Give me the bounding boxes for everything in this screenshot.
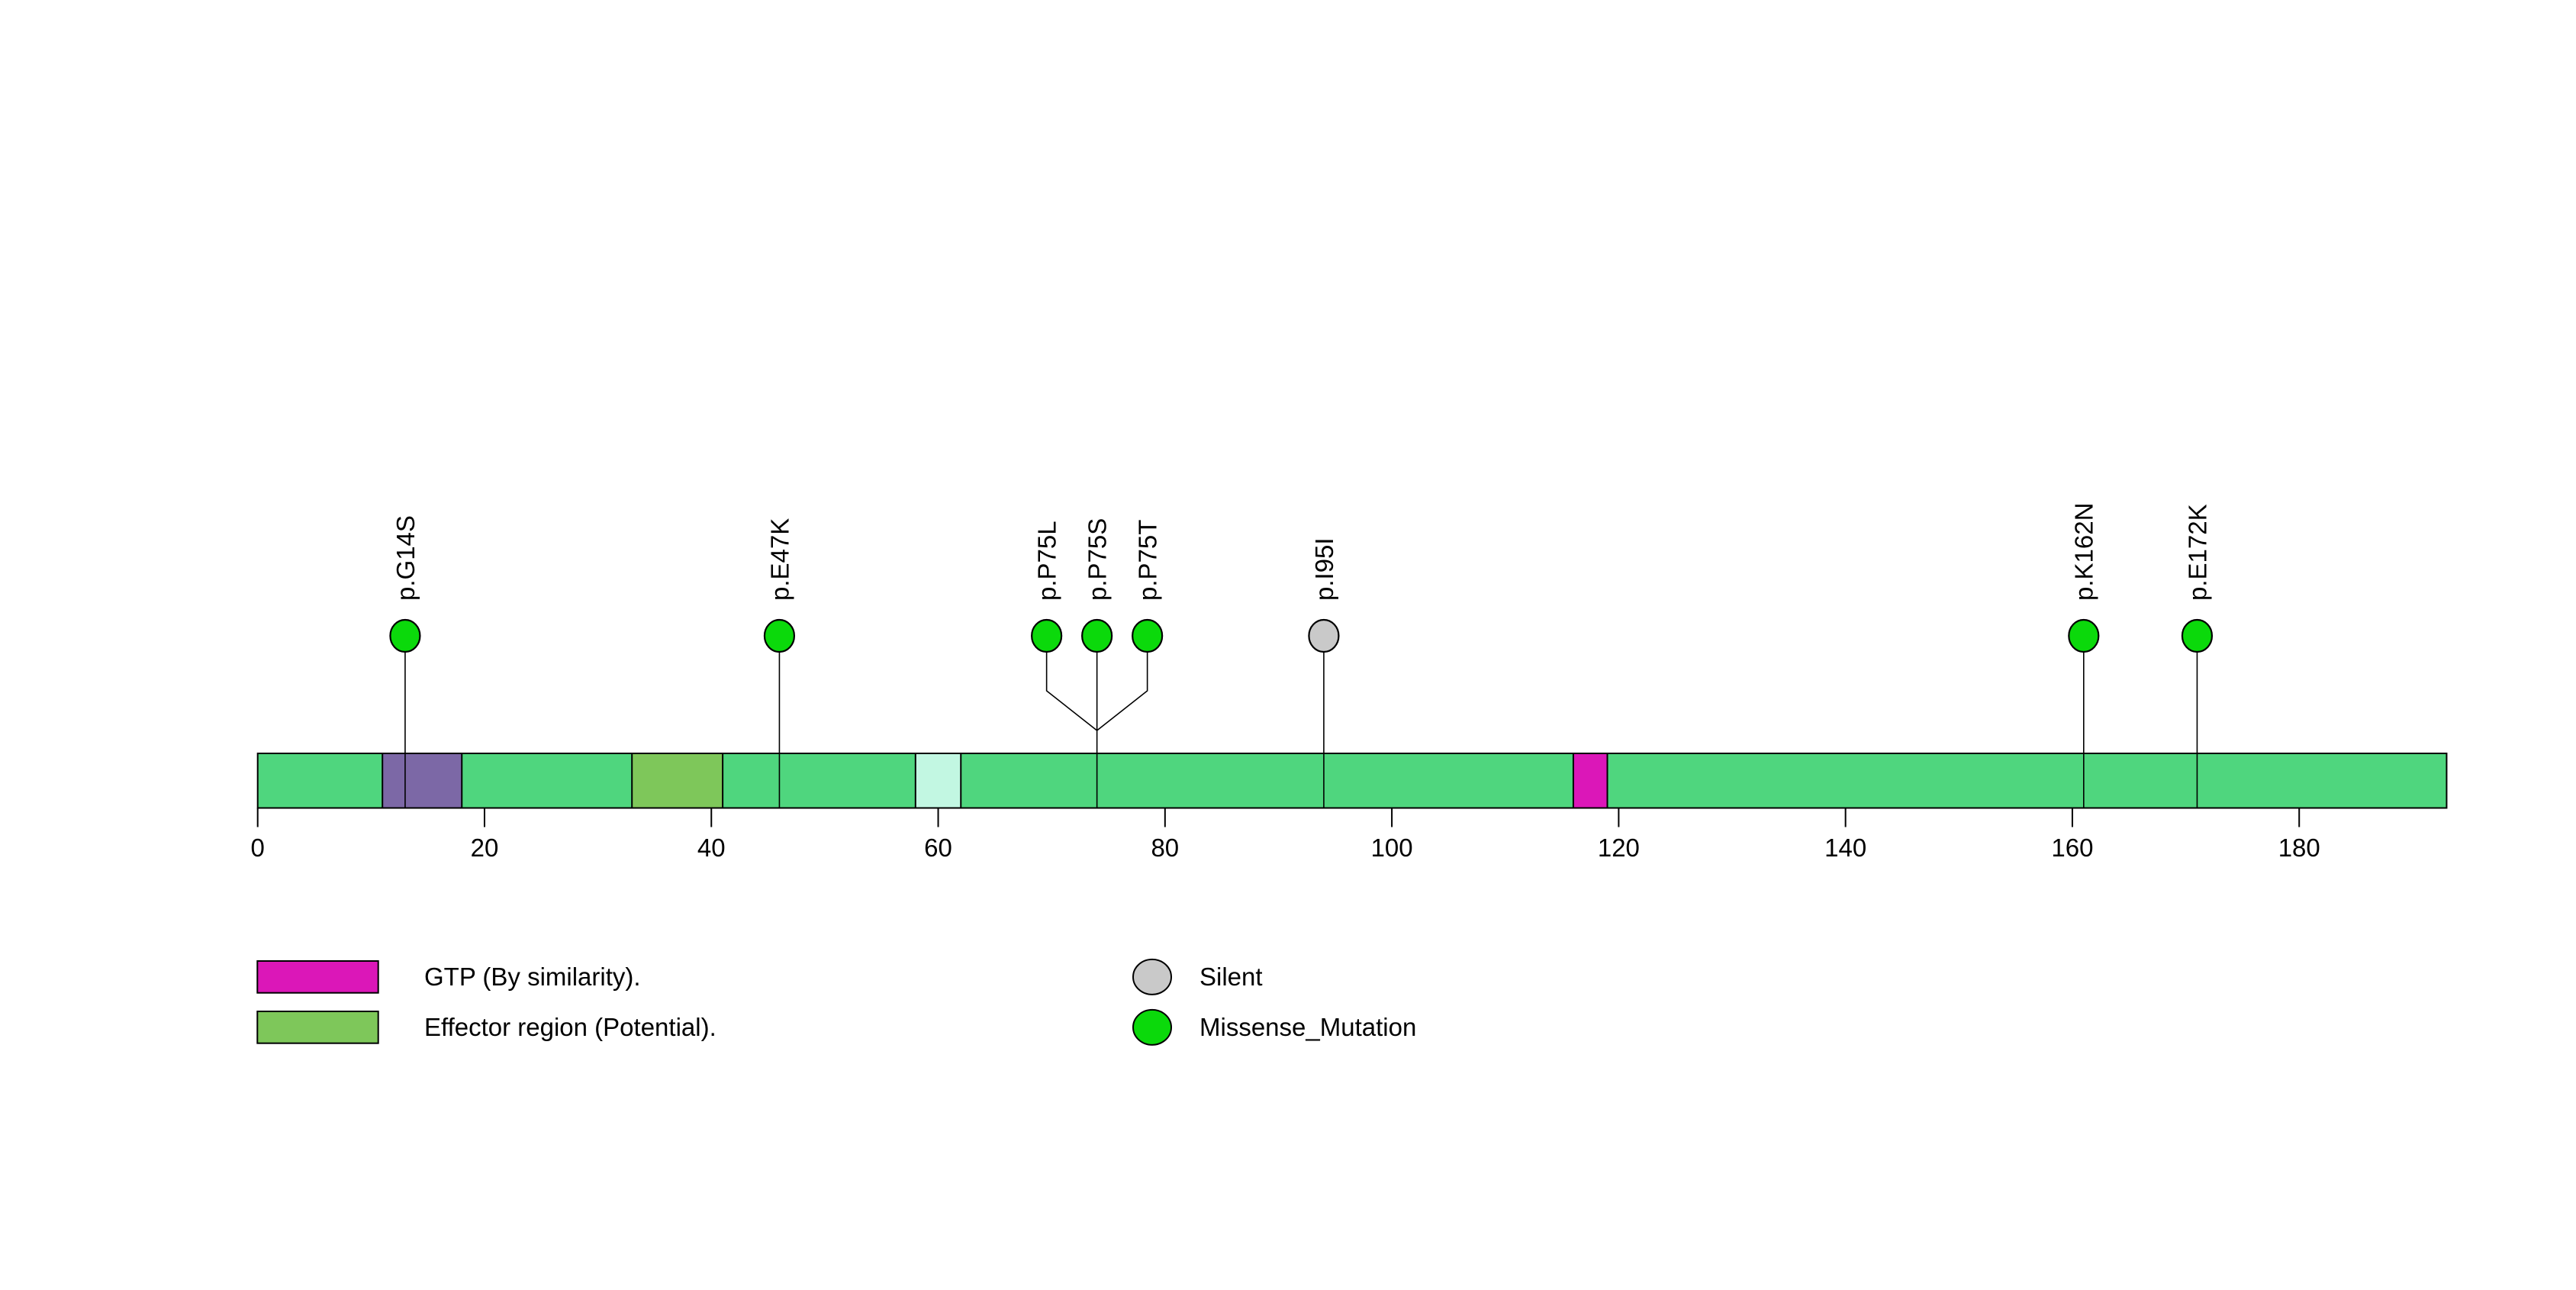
axis-tick-label: 160 (2051, 834, 2093, 862)
mutation-label: p.P75L (1033, 521, 1061, 601)
legend-domain-label: Effector region (Potential). (424, 1013, 716, 1041)
mutation-stem-branched (1096, 652, 1148, 731)
domain-region-4 (1572, 753, 1608, 809)
mutation-lollipop-p-G14S[interactable] (389, 618, 421, 653)
axis-tick-label: 60 (924, 834, 952, 862)
legend-mutation-marker-2 (1132, 1008, 1172, 1046)
domain-region-3 (914, 753, 962, 809)
mutation-label: p.G14S (391, 515, 420, 601)
mutation-label: p.P75T (1134, 520, 1162, 601)
protein-backbone-bar (256, 753, 2448, 809)
axis-tick-label: 100 (1371, 834, 1413, 862)
mutation-label: p.E172K (2183, 504, 2211, 601)
axis-tick-label: 80 (1151, 834, 1179, 862)
mutation-label: p.I95I (1310, 537, 1338, 601)
legend-domain-label: GTP (By similarity). (424, 963, 641, 991)
axis-tick-label: 180 (2278, 834, 2320, 862)
mutation-lollipop-p-P75T[interactable] (1132, 618, 1164, 653)
mutation-lollipop-p-K162N[interactable] (2068, 618, 2100, 653)
mutation-lollipop-p-E172K[interactable] (2181, 618, 2214, 653)
axis-tick-label: 120 (1598, 834, 1640, 862)
mutation-label: p.K162N (2070, 503, 2098, 601)
mutation-label: p.E47K (765, 518, 794, 601)
legend-domain-swatch-1 (256, 960, 379, 994)
legend-mutation-label: Missense_Mutation (1199, 1013, 1416, 1041)
domain-region-1 (382, 753, 463, 809)
mutation-lollipop-p-P75L[interactable] (1031, 618, 1063, 653)
legend-mutation-label: Silent (1199, 963, 1263, 991)
mutation-lollipop-p-E47K[interactable] (763, 618, 796, 653)
legend-domain-swatch-2 (256, 1011, 379, 1044)
mutation-label: p.P75S (1084, 518, 1112, 601)
axis-tick-label: 20 (471, 834, 499, 862)
mutation-lollipop-p-P75S[interactable] (1081, 618, 1113, 653)
axis-tick-label: 0 (251, 834, 265, 862)
axis-tick-label: 140 (1824, 834, 1866, 862)
mutation-stem-branched (1045, 652, 1098, 731)
legend-mutation-marker-1 (1132, 958, 1172, 995)
domain-region-2 (631, 753, 724, 809)
mutation-lollipop-p-I95I[interactable] (1308, 618, 1340, 653)
axis-tick-label: 40 (697, 834, 726, 862)
